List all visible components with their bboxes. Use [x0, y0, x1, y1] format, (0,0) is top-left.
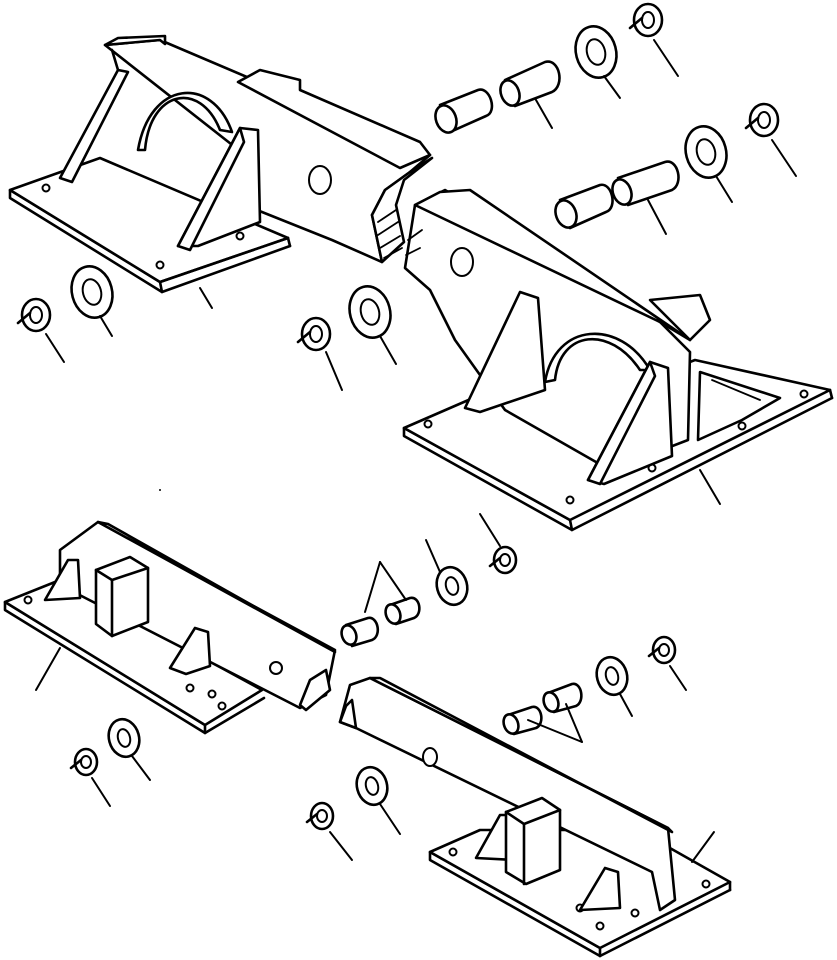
stray-mark	[159, 489, 161, 491]
lock-ring-6	[647, 635, 677, 665]
ll-rear-gusset	[43, 558, 82, 602]
ll-center-block	[94, 555, 150, 638]
washer-6	[595, 655, 629, 697]
lower-right-bracket	[338, 676, 732, 958]
washer-8	[355, 765, 389, 807]
pins	[340, 60, 680, 743]
ur-callout-leader	[699, 469, 721, 505]
ll-beam-break	[298, 668, 332, 712]
ur-beam-back	[648, 293, 712, 342]
ll-callout-leader	[35, 647, 61, 691]
ul-callout-leader	[199, 287, 213, 309]
ur-rear-wedge	[696, 370, 782, 442]
ur-rear-gusset	[463, 290, 547, 414]
lock-ring-8	[305, 801, 335, 831]
lock-ring-5	[488, 545, 518, 575]
pin-lower-d	[542, 682, 583, 714]
lock-rings	[16, 2, 797, 861]
lock-ring-1	[628, 2, 664, 38]
washer-4	[348, 285, 392, 339]
pin-upper-a	[434, 88, 494, 134]
ul-rear-gusset	[58, 68, 130, 184]
lower-left-bracket	[3, 520, 337, 735]
washer-7	[107, 717, 141, 759]
lock-ring-4	[296, 316, 332, 352]
pin-upper-d	[611, 160, 680, 207]
washer-1	[574, 25, 618, 79]
ul-pin-hole	[308, 165, 332, 195]
upper-left-bracket	[8, 34, 434, 309]
lr-center-block	[504, 796, 562, 886]
pin-lower-c	[502, 705, 543, 736]
ul-beam-back	[236, 68, 432, 170]
ll-front-gusset	[168, 626, 212, 676]
washer-2	[684, 125, 728, 179]
upper-right-bracket	[402, 188, 834, 532]
lock-ring-7	[69, 747, 99, 777]
ll-base-plate	[3, 578, 264, 727]
lr-beam-break	[338, 698, 358, 730]
pin-lower-b	[384, 596, 421, 626]
lr-pin-hole	[422, 747, 438, 767]
pin-lower-a	[340, 616, 380, 648]
ul-arch	[136, 91, 234, 152]
ur-pin-hole	[450, 247, 474, 277]
lr-front-gusset	[578, 866, 622, 912]
washers	[70, 25, 733, 835]
lr-base-plate	[428, 828, 732, 950]
washer-3	[70, 265, 114, 319]
lr-callout-leader	[691, 831, 715, 863]
lock-ring-3	[16, 297, 52, 333]
washer-5	[435, 565, 469, 607]
ll-pin-hole	[269, 661, 283, 675]
pin-upper-b	[499, 60, 561, 108]
lock-ring-2	[744, 102, 780, 138]
pin-upper-c	[554, 183, 614, 230]
